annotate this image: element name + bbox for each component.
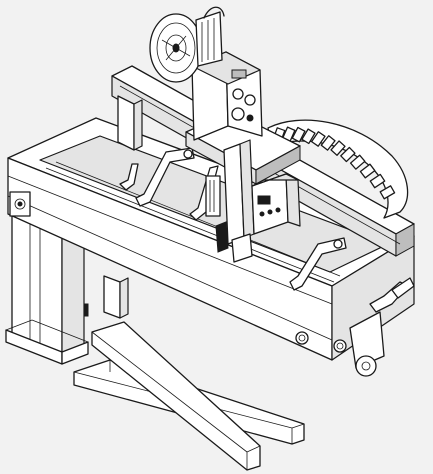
cable-carrier-link [349, 154, 366, 170]
floor-rail-short [91, 321, 261, 471]
feeder-knob-b [244, 94, 256, 106]
port-right-b [333, 339, 347, 353]
cable-carrier-link [301, 128, 316, 145]
torch-slide [205, 139, 255, 263]
wire-spool [149, 6, 225, 83]
cable-carrier-link [340, 146, 356, 163]
control-box-knob-a [259, 211, 265, 217]
control-box-display [257, 195, 271, 205]
port-right-a [295, 331, 309, 345]
cable-carrier-link [369, 173, 386, 189]
clamp-finger-3 [289, 237, 347, 291]
cable-carrier-link [379, 185, 396, 200]
left-column [5, 203, 89, 365]
cable-carrier-link [330, 140, 346, 156]
cable-carrier-link [320, 135, 336, 151]
end-roller [355, 355, 377, 377]
cable-carrier-link [291, 126, 306, 143]
cable-carrier-links [272, 126, 396, 200]
control-box [251, 173, 301, 235]
control-box-knob-b [267, 209, 273, 215]
clamp-finger-5 [369, 277, 415, 313]
gantry-support-post [117, 95, 143, 151]
left-column-inner-post [103, 275, 129, 319]
control-box-knob-c [275, 207, 281, 213]
cable-carrier-link [359, 163, 376, 179]
cable-carrier-link [310, 131, 326, 147]
clamp-finger-4 [119, 163, 139, 191]
cable-carrier [267, 119, 409, 219]
clamp-finger-1 [135, 147, 195, 207]
feeder-knob-a [232, 88, 244, 100]
feeder-knob-c [231, 107, 245, 121]
